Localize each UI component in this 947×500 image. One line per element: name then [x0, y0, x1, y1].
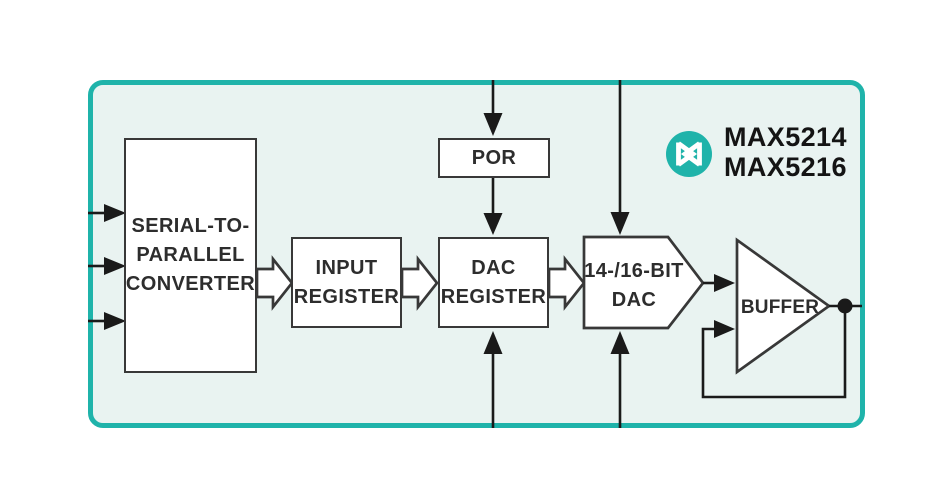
part-number-max5214: MAX5214 [724, 122, 847, 152]
part-numbers: MAX5214 MAX5216 [724, 122, 847, 182]
maxim-logo-icon [663, 128, 715, 180]
block-por: POR [438, 138, 550, 178]
serial-to-parallel-converter-label: SERIAL-TO- PARALLEL CONVERTER [125, 215, 256, 295]
dac-register-label: DAC REGISTER [440, 256, 547, 308]
part-number-max5216: MAX5216 [724, 152, 847, 182]
block-serial-to-parallel-converter: SERIAL-TO- PARALLEL CONVERTER [124, 138, 257, 373]
block-input-register: INPUT REGISTER [291, 237, 402, 328]
por-label: POR [471, 146, 517, 169]
block-dac-register: DAC REGISTER [438, 237, 549, 328]
input-register-label: INPUT REGISTER [293, 256, 400, 308]
